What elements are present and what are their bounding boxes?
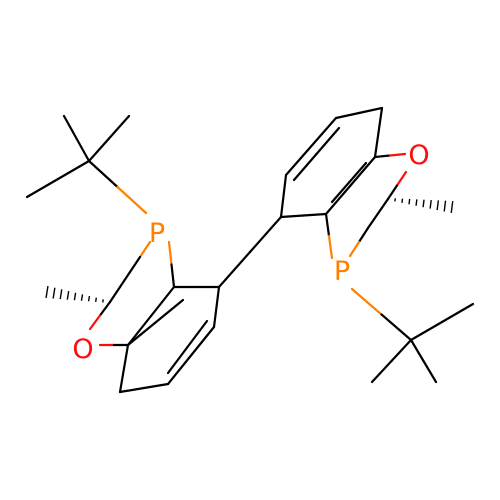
bond-p1-c3a-end bbox=[170, 263, 176, 289]
bond-c4-c5-start bbox=[215, 285, 221, 309]
stereo-hash-layer bbox=[45, 197, 454, 304]
bond-tbu2-c-end bbox=[422, 359, 438, 384]
bond-c7p-c7ap-end bbox=[373, 131, 380, 159]
bond-biaryl-end bbox=[248, 215, 283, 254]
bond-c7-c8a-end bbox=[122, 343, 130, 370]
bond-biaryl-start bbox=[217, 250, 252, 289]
stereo-methyl-left-hash-6 bbox=[66, 290, 70, 300]
bond-p2-tbu2-start bbox=[350, 287, 383, 316]
bond-tbu2-a-start bbox=[409, 320, 444, 342]
bond-tbu1-c-end bbox=[56, 159, 91, 181]
stereo-methyl-left-hash-4 bbox=[80, 294, 84, 301]
bond-c3ap-p2-start bbox=[324, 212, 331, 238]
stereo-methyl-right-hash-9 bbox=[450, 200, 454, 214]
stereo-methyl-right-hash-7 bbox=[436, 200, 440, 211]
stereo-methyl-right-hash-5 bbox=[422, 199, 425, 208]
bond-c4p-c5p-end bbox=[282, 173, 288, 198]
bond-tbu1-p1-start bbox=[87, 159, 119, 189]
bond-o2-c2p-start bbox=[395, 170, 408, 187]
stereo-methyl-left-hash-3 bbox=[87, 295, 91, 302]
bond-tbu1-p1-end bbox=[116, 185, 148, 215]
bond-c4p-c5p-start bbox=[279, 194, 285, 219]
bond-c7ap-o2-end bbox=[388, 152, 407, 157]
bond-p1-c2-start bbox=[138, 240, 152, 259]
bond-c6p-c7p-end bbox=[357, 106, 384, 115]
atom-label-p2: P bbox=[334, 256, 350, 287]
bond-c5-c6-start bbox=[189, 325, 216, 357]
bond-tbu1-a-start bbox=[62, 114, 78, 140]
bond-o2-c2p-end bbox=[386, 184, 399, 201]
bond-tbu2-b-start bbox=[390, 338, 413, 363]
bond-tbu2-c-start bbox=[409, 338, 425, 363]
atom-label-layer: P O P O bbox=[72, 140, 429, 365]
bond-dbl-left-2-end bbox=[166, 345, 189, 375]
bond-dbl-right-1-end bbox=[315, 126, 341, 156]
bond-tbu1-b-end bbox=[87, 137, 111, 163]
bond-c5-c6-end bbox=[166, 354, 193, 386]
stereo-methyl-right-hash-2 bbox=[401, 198, 404, 203]
bond-c4-c5-end bbox=[212, 305, 218, 329]
bond-tbu2-b-end bbox=[370, 359, 393, 384]
bond-c2p-p2-end bbox=[348, 240, 361, 258]
bond-c7-c8a-start bbox=[118, 367, 126, 394]
bond-c2-o1-end bbox=[88, 314, 102, 331]
stereo-methyl-right-hash-3 bbox=[408, 198, 411, 205]
bond-c8a-c3a-start bbox=[126, 314, 153, 347]
bond-p1-c2-end bbox=[128, 255, 142, 274]
bond-tbu2-a-end bbox=[440, 302, 475, 324]
atom-label-o1: O bbox=[72, 334, 93, 365]
stereo-methyl-right-hash-8 bbox=[443, 200, 447, 212]
bond-c7ap-c3ap-start bbox=[349, 155, 377, 187]
stereo-methyl-left-hash-8 bbox=[52, 287, 56, 299]
bond-p1-c3a-start bbox=[167, 240, 173, 266]
stereo-methyl-left-hash-9 bbox=[45, 285, 49, 299]
bond-p1-c2-b-start bbox=[118, 270, 132, 289]
bond-tbu1-a-end bbox=[75, 137, 91, 163]
bond-dbl-left-1-start bbox=[154, 298, 185, 324]
bond-dbl-right-1-start bbox=[292, 152, 318, 182]
bond-c3ap-p2-end bbox=[327, 234, 334, 260]
bond-c5p-c6p-start bbox=[284, 145, 313, 177]
bond-c7ap-c3ap-end bbox=[324, 184, 352, 216]
bond-c6-c7-end bbox=[118, 386, 146, 394]
bond-dbl-right-2-start bbox=[347, 161, 368, 184]
bond-c5p-c6p-end bbox=[309, 116, 338, 148]
bond-p1-c2-b-end bbox=[108, 285, 122, 304]
stereo-methyl-right-hash-4 bbox=[415, 199, 418, 206]
bond-o2-c2p-b-start bbox=[376, 197, 390, 215]
bond-c2p-p2-start bbox=[357, 226, 370, 244]
bond-c2-o1-start bbox=[98, 300, 112, 317]
atom-label-p1: P bbox=[149, 218, 165, 249]
bond-dbl-left-1-end bbox=[126, 321, 157, 347]
bond-tbu1-c-start bbox=[25, 177, 60, 199]
bond-c7p-c7ap-start bbox=[377, 106, 384, 134]
bond-o2-c2p-b-end bbox=[366, 212, 380, 230]
bond-c8a-c3a-end bbox=[149, 285, 176, 318]
bond-p2-tbu2-end bbox=[380, 313, 413, 342]
stereo-methyl-left-hash-7 bbox=[59, 289, 63, 300]
stereo-methyl-left-hash-5 bbox=[73, 292, 77, 301]
bond-c3ap-c4p-start bbox=[302, 212, 328, 217]
stereo-methyl-right-hash-6 bbox=[429, 199, 432, 209]
bond-layer bbox=[25, 106, 475, 394]
bond-c7ap-o2-start bbox=[373, 154, 392, 159]
bond-dbl-left-2-start bbox=[186, 319, 209, 349]
bond-c3ap-c4p-end bbox=[279, 214, 305, 219]
bond-dbl-right-2-end bbox=[330, 181, 351, 204]
stereo-methyl-left-hash-2 bbox=[94, 297, 98, 302]
bond-c6-c7-start bbox=[142, 382, 170, 390]
atom-label-o2: O bbox=[408, 140, 429, 171]
bond-c6p-c7p-start bbox=[334, 111, 361, 120]
bond-tbu1-b-start bbox=[107, 114, 131, 140]
